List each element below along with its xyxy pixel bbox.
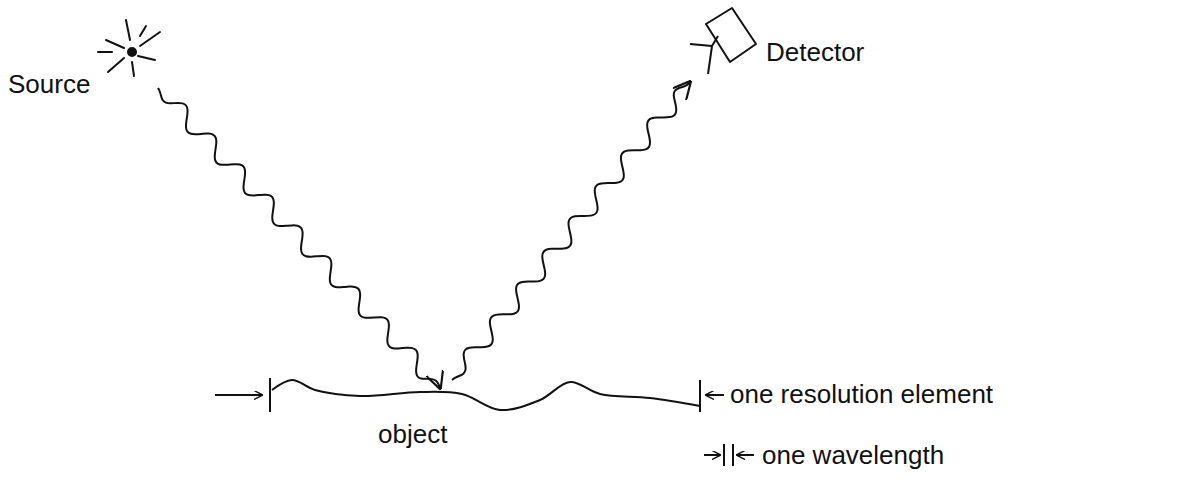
wavy-ray xyxy=(158,88,440,388)
detector-symbol xyxy=(690,8,756,74)
object-surface xyxy=(272,380,700,410)
source-label: Source xyxy=(8,70,90,99)
source-star xyxy=(98,20,160,76)
detector-label: Detector xyxy=(766,38,864,67)
object-label: object xyxy=(378,420,447,449)
object-surface-line xyxy=(272,380,700,410)
extent-label: one wavelength xyxy=(762,441,944,470)
extent-label: one resolution element xyxy=(730,380,993,409)
wavy-ray xyxy=(452,82,690,380)
light-rays xyxy=(158,82,690,388)
extent-markers xyxy=(215,378,754,466)
